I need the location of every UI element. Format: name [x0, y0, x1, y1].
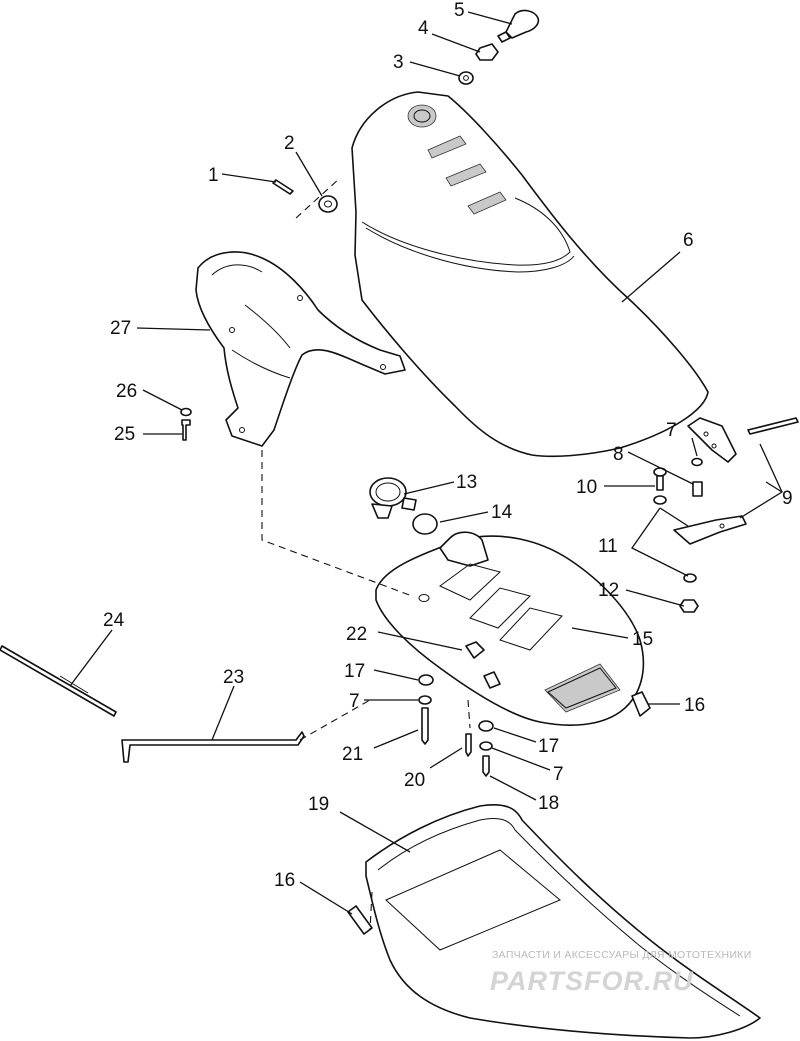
callout-10: 10 [576, 477, 597, 498]
watermark-logo: PARTSFOR.RU [490, 966, 694, 996]
pin-part [272, 179, 294, 195]
callout-17-right: 17 [538, 736, 559, 757]
callout-19: 19 [308, 794, 329, 815]
assembly-line-panel-tank [261, 450, 413, 597]
callout-16-upper: 16 [684, 695, 705, 716]
callout-7-left: 7 [349, 691, 360, 712]
watermark: ЗАПЧАСТИ И АКСЕССУАРЫ ДЛЯ МОТОТЕХНИКИ PA… [490, 949, 752, 996]
seat-cap-part [458, 9, 540, 85]
tank-hardware-left-part [418, 641, 501, 777]
callout-8: 8 [613, 444, 624, 465]
fuel-neck-part [369, 477, 438, 535]
screw-25-part [180, 407, 192, 441]
callout-20: 20 [404, 770, 425, 791]
watermark-tagline: ЗАПЧАСТИ И АКСЕССУАРЫ ДЛЯ МОТОТЕХНИКИ [492, 949, 752, 961]
callout-13: 13 [456, 472, 477, 493]
callout-14: 14 [491, 502, 513, 523]
callout-9: 9 [782, 488, 793, 509]
callout-7-lower: 7 [553, 764, 564, 785]
callout-25: 25 [114, 424, 135, 445]
callout-27: 27 [110, 318, 131, 339]
rod-24-part [0, 645, 117, 717]
callout-labels: 1 2 3 4 5 6 27 26 25 7 8 10 9 11 12 13 1… [103, 0, 793, 891]
callout-6: 6 [683, 230, 694, 251]
callout-4: 4 [418, 18, 429, 39]
bracket-part [673, 417, 799, 545]
callout-1: 1 [208, 165, 219, 186]
callout-11: 11 [598, 536, 618, 557]
assembly-line-pin [295, 177, 341, 219]
assembly-line-rod [299, 699, 371, 741]
callout-12: 12 [598, 580, 619, 601]
callout-18: 18 [538, 793, 559, 814]
leader-lines [69, 11, 783, 915]
grommet-part [318, 195, 338, 213]
callout-16-lower: 16 [274, 870, 295, 891]
callout-21: 21 [342, 744, 363, 765]
callout-22: 22 [346, 624, 367, 645]
tray-part [365, 804, 761, 1039]
callout-15: 15 [632, 629, 653, 650]
fuel-tank-part [375, 531, 645, 726]
callout-2: 2 [284, 133, 295, 154]
callout-26: 26 [116, 381, 137, 402]
callout-5: 5 [454, 0, 465, 21]
callout-24: 24 [103, 610, 125, 631]
callout-17-left: 17 [344, 661, 365, 682]
callout-7-right: 7 [666, 420, 677, 441]
callout-3: 3 [393, 52, 404, 73]
assembly-line-clip [467, 699, 471, 729]
seat-part [351, 91, 709, 458]
drain-plug-upper-part [631, 691, 651, 717]
rod-23-part [121, 731, 305, 763]
callout-23: 23 [223, 667, 244, 688]
drain-plug-lower-part [347, 905, 373, 935]
assembly-line-tray [369, 891, 373, 931]
front-panel-part [195, 251, 406, 447]
